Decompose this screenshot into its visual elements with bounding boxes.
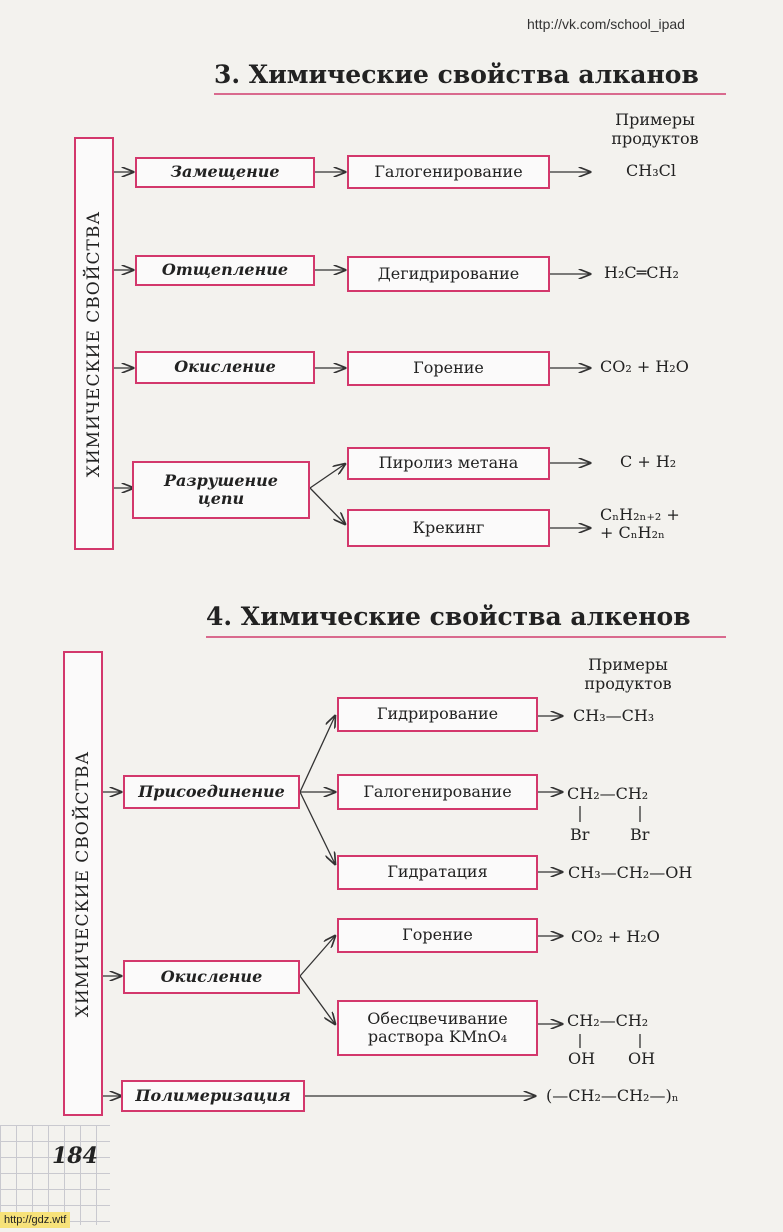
category-chain-breaking: Разрушение цепи [132, 461, 310, 519]
reaction-methane-pyrolysis: Пиролиз метана [347, 447, 550, 480]
corner-grid [0, 1125, 110, 1225]
category-addition: Присоединение [123, 775, 300, 809]
reaction-cracking: Крекинг [347, 509, 550, 547]
product-chloromethane: CH₃Cl [626, 161, 676, 180]
section-4-title: 4. Химические свойства алкенов [206, 602, 691, 631]
product-co2-h2o-alkanes: CO₂ + H₂O [600, 357, 689, 376]
reaction-halogenation-alkanes: Галогенирование [347, 155, 550, 189]
reaction-halogenation-alkenes: Галогенирование [337, 774, 538, 810]
product-dibromoethane-chain: CH₂—CH₂ [567, 784, 649, 803]
product-br-left: Br [570, 825, 590, 844]
watermark-top: http://vk.com/school_ipad [527, 16, 685, 32]
section-3-title: 3. Химические свойства алканов [214, 60, 699, 89]
reaction-kmno4-decolorization: Обесцвечивание раствора KMnO₄ [337, 1000, 538, 1056]
section-3-side-label: ХИМИЧЕСКИЕ СВОЙСТВА [84, 210, 104, 477]
category-oxidation-alkenes: Окисление [123, 960, 300, 994]
product-ethylene-glycol-chain: CH₂—CH₂ [567, 1011, 649, 1030]
reaction-combustion-alkenes: Горение [337, 918, 538, 953]
product-br-right: Br [630, 825, 650, 844]
category-elimination: Отщепление [135, 255, 315, 286]
reaction-hydrogenation: Гидрирование [337, 697, 538, 732]
product-ethane: CH₃—CH₃ [573, 706, 655, 725]
category-oxidation: Окисление [135, 351, 315, 384]
category-substitution: Замещение [135, 157, 315, 188]
section-4-rule [206, 636, 726, 638]
reaction-dehydrogenation: Дегидрирование [347, 256, 550, 292]
product-ethene: H₂C═CH₂ [604, 263, 679, 282]
section-3-side-box: ХИМИЧЕСКИЕ СВОЙСТВА [74, 137, 114, 550]
product-carbon-hydrogen: C + H₂ [620, 452, 677, 471]
section-3-rule [214, 93, 726, 95]
section-4-side-box: ХИМИЧЕСКИЕ СВОЙСТВА [63, 651, 103, 1116]
product-oh-left: OH [568, 1049, 596, 1068]
product-ethanol: CH₃—CH₂—OH [568, 863, 693, 882]
section-3-examples-header: Примеры продуктов [611, 110, 699, 149]
section-4-examples-header: Примеры продуктов [584, 655, 672, 694]
reaction-hydration: Гидратация [337, 855, 538, 890]
product-polyethylene: (—CH₂—CH₂—)ₙ [546, 1086, 679, 1105]
category-polymerization: Полимеризация [121, 1080, 305, 1112]
watermark-bottom: http://gdz.wtf [0, 1212, 71, 1228]
section-4-side-label: ХИМИЧЕСКИЕ СВОЙСТВА [73, 750, 93, 1017]
product-oh-right: OH [628, 1049, 656, 1068]
product-co2-h2o-alkenes: CO₂ + H₂O [571, 927, 660, 946]
page-number: 184 [52, 1143, 98, 1169]
reaction-combustion-alkanes: Горение [347, 351, 550, 386]
product-cracking: CₙH₂ₙ₊₂ + + CₙH₂ₙ [600, 505, 680, 542]
